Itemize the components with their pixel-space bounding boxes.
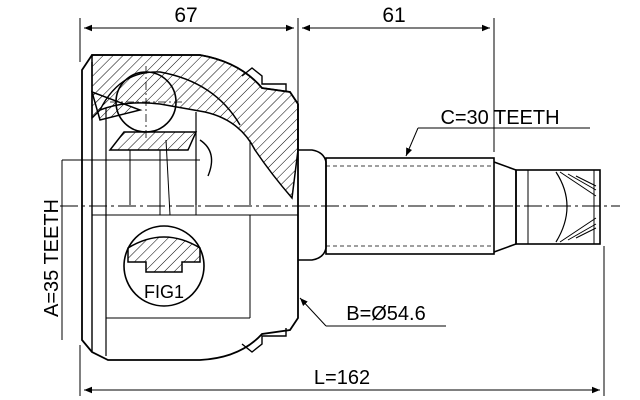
bell-housing [81, 54, 299, 361]
dimension-67: 67 [174, 4, 197, 27]
spline-teeth-a: A=35 TEETH [41, 199, 63, 317]
figure-1-callout: FIG1 [123, 225, 205, 307]
total-length: L=162 [314, 367, 370, 389]
figure-1-label: FIG1 [144, 282, 184, 302]
spline-c-callout: C=30 TEETH [405, 107, 590, 157]
stub-shaft [298, 149, 601, 261]
total-length-dimension: L=162 [79, 246, 605, 396]
top-dimensions: 67 61 [79, 4, 495, 152]
diameter-b-callout: B=Ø54.6 [299, 297, 446, 327]
diameter-b: B=Ø54.6 [346, 303, 426, 325]
spline-teeth-c: C=30 TEETH [440, 107, 559, 129]
left-dimension: A=35 TEETH [41, 159, 200, 340]
dimension-61: 61 [382, 4, 405, 27]
